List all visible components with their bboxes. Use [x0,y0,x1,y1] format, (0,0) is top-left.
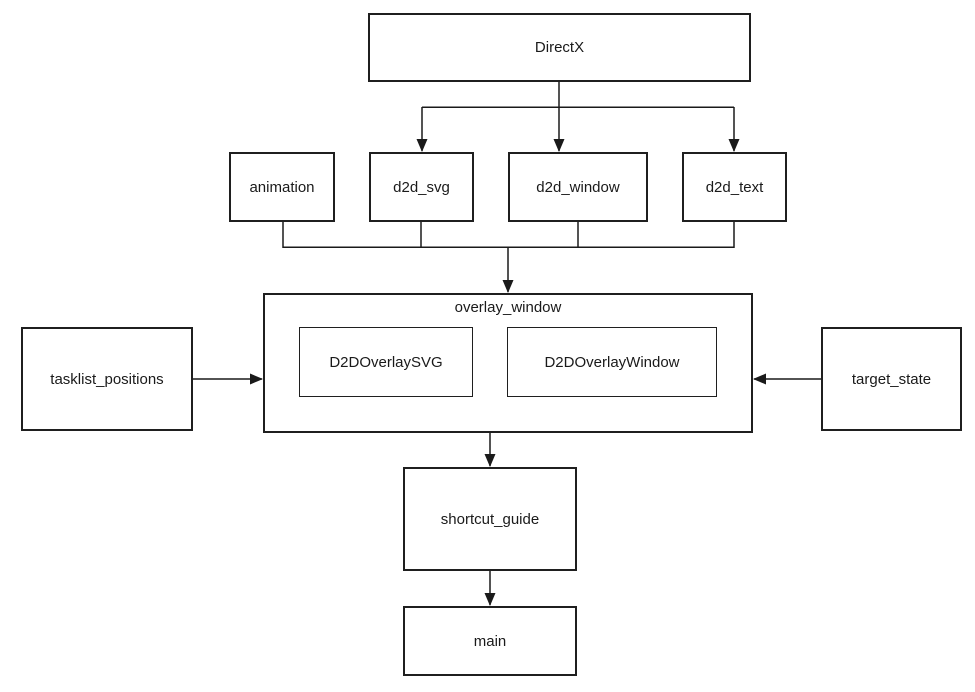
node-d2d-overlay-svg: D2DOverlaySVG [299,327,473,397]
node-overlay-window: overlay_window [263,293,753,433]
node-main: main [403,606,577,676]
node-shortcut-guide-label: shortcut_guide [440,510,540,528]
node-directx: DirectX [368,13,751,82]
node-d2d-text-label: d2d_text [705,178,764,196]
node-d2d-window: d2d_window [508,152,648,222]
node-main-label: main [473,632,507,650]
node-animation-label: animation [249,178,315,196]
node-d2d-window-label: d2d_window [536,178,620,196]
node-target-state-label: target_state [851,370,932,388]
node-shortcut-guide: shortcut_guide [403,467,577,571]
node-d2d-overlay-window: D2DOverlayWindow [507,327,717,397]
node-d2d-overlay-window-label: D2DOverlayWindow [544,353,680,371]
node-target-state: target_state [821,327,962,431]
node-tasklist-positions: tasklist_positions [21,327,193,431]
node-d2d-text: d2d_text [682,152,787,222]
node-overlay-window-label: overlay_window [454,299,562,316]
node-d2d-svg: d2d_svg [369,152,474,222]
node-d2d-overlay-svg-label: D2DOverlaySVG [329,353,443,371]
node-animation: animation [229,152,335,222]
node-directx-label: DirectX [534,39,585,56]
node-d2d-svg-label: d2d_svg [393,178,450,196]
node-tasklist-positions-label: tasklist_positions [50,370,164,388]
